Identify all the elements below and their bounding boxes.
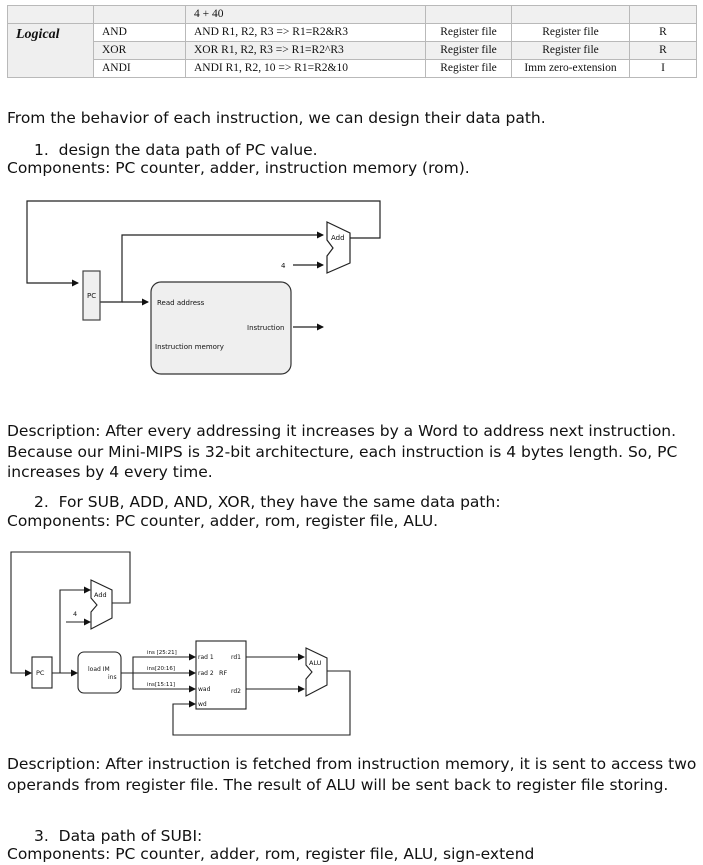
components-2: Components: PC counter, adder, rom, regi… bbox=[7, 512, 439, 530]
src1-cell: Register file bbox=[425, 23, 512, 42]
list-item-1: 1. design the data path of PC value. bbox=[34, 141, 318, 159]
components-3: Components: PC counter, adder, rom, regi… bbox=[7, 845, 535, 863]
instruction-label: Instruction bbox=[247, 324, 284, 332]
im-label: load IM bbox=[88, 666, 110, 673]
alu-label: ALU bbox=[309, 659, 322, 667]
src2-cell: Imm zero-extension bbox=[511, 59, 630, 78]
wad-label: wad bbox=[198, 686, 211, 693]
ins-field-1: ins [25:21] bbox=[147, 650, 177, 656]
alu bbox=[305, 647, 328, 697]
rd2-label: rd2 bbox=[231, 688, 241, 695]
instr-cell: ANDI bbox=[93, 59, 186, 78]
src1-cell: Register file bbox=[425, 41, 512, 60]
adder bbox=[90, 579, 113, 630]
pc-label: PC bbox=[87, 292, 96, 300]
ins-field-3: ins[15:11] bbox=[147, 682, 175, 688]
constant-four: 4 bbox=[73, 610, 77, 618]
type-cell: I bbox=[629, 59, 697, 78]
list-item-2: 2. For SUB, ADD, AND, XOR, they have the… bbox=[34, 493, 501, 511]
table-row: XOR XOR R1, R2, R3 => R1=R2^R3 Register … bbox=[8, 41, 697, 60]
instruction-memory-label: Instruction memory bbox=[155, 343, 224, 351]
intro-paragraph: From the behavior of each instruction, w… bbox=[7, 109, 546, 127]
rad2-label: rad 2 bbox=[198, 670, 214, 677]
description-1: Description: After every addressing it i… bbox=[7, 422, 678, 481]
wd-label: wd bbox=[198, 701, 207, 708]
syntax-cell: XOR R1, R2, R3 => R1=R2^R3 bbox=[185, 41, 426, 60]
constant-four: 4 bbox=[281, 262, 286, 270]
list-item-3: 3. Data path of SUBI: bbox=[34, 827, 203, 845]
src1-cell: Register file bbox=[425, 59, 512, 78]
category-cell: Logical bbox=[7, 23, 94, 78]
rf-label: RF bbox=[219, 669, 228, 677]
rad1-label: rad 1 bbox=[198, 654, 214, 661]
syntax-cell: AND R1, R2, R3 => R1=R2&R3 bbox=[185, 23, 426, 42]
pc-label: PC bbox=[36, 669, 45, 677]
type-cell: R bbox=[629, 41, 697, 60]
ins-field-2: ins[20:16] bbox=[147, 666, 175, 672]
instruction-memory-block bbox=[77, 651, 122, 694]
syntax-cell: ANDI R1, R2, 10 => R1=R2&10 bbox=[185, 59, 426, 78]
description-2: Description: After instruction is fetche… bbox=[7, 755, 697, 794]
add-label: Add bbox=[331, 234, 345, 242]
pc-register bbox=[31, 656, 53, 689]
table-row: Logical AND AND R1, R2, R3 => R1=R2&R3 R… bbox=[7, 23, 697, 78]
table-row: ANDI ANDI R1, R2, 10 => R1=R2&10 Registe… bbox=[8, 59, 697, 78]
instruction-memory-block bbox=[150, 281, 292, 375]
instruction-table: 4 + 40 Logical AND AND R1, R2, R3 => R1=… bbox=[7, 5, 697, 78]
rd1-label: rd1 bbox=[231, 654, 241, 661]
im-sub-label: ins bbox=[108, 674, 117, 681]
pc-register bbox=[82, 270, 101, 321]
adder bbox=[326, 221, 351, 274]
read-address-label: Read address bbox=[157, 299, 205, 307]
add-label: Add bbox=[94, 591, 107, 599]
src2-cell: Register file bbox=[511, 41, 630, 60]
syntax-cell: 4 + 40 bbox=[185, 5, 426, 24]
register-file bbox=[195, 640, 247, 710]
components-1: Components: PC counter, adder, instructi… bbox=[7, 159, 470, 177]
